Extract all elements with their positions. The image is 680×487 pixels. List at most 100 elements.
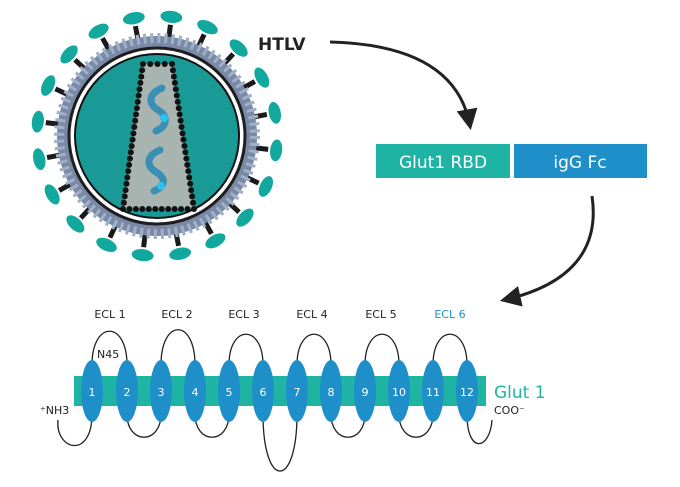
capsid-bead bbox=[182, 149, 189, 156]
spike-head bbox=[160, 10, 183, 23]
c-terminal-tail bbox=[466, 413, 493, 445]
spike-head bbox=[254, 67, 270, 88]
capsid-bead bbox=[120, 206, 126, 212]
ecl-3-label: ECL 3 bbox=[228, 308, 259, 321]
capsid-bead bbox=[126, 206, 133, 212]
capsid-bead bbox=[145, 206, 152, 212]
ecl-1-loop bbox=[91, 330, 128, 366]
helix-8-number: 8 bbox=[328, 386, 335, 399]
spike-head bbox=[96, 237, 117, 253]
capsid-bead bbox=[178, 124, 185, 131]
coo-label: COO⁻ bbox=[494, 404, 525, 417]
capsid-bead bbox=[186, 174, 193, 181]
capsid-bead bbox=[181, 142, 188, 149]
reverse-transcriptase-dot-lower bbox=[157, 182, 165, 190]
spike-stem bbox=[227, 200, 241, 215]
ecl-2-label: ECL 2 bbox=[161, 308, 192, 321]
helix-10 bbox=[388, 360, 410, 422]
ecl-4-loop bbox=[296, 333, 332, 366]
glut1-label: Glut 1 bbox=[494, 383, 546, 403]
capsid-bead bbox=[185, 168, 192, 175]
helix-9-number: 9 bbox=[362, 386, 369, 399]
spike-stem bbox=[57, 181, 73, 193]
fusion-protein: Glut1 RBD igG Fc bbox=[376, 144, 647, 178]
capsid-bead bbox=[187, 180, 194, 187]
glut1-rbd-label: Glut1 RBD bbox=[399, 153, 487, 173]
capsid-bead bbox=[139, 67, 146, 74]
spike-stem bbox=[45, 120, 61, 127]
membrane-band bbox=[74, 376, 486, 406]
capsid-bead bbox=[171, 206, 178, 212]
capsid-bead bbox=[134, 98, 141, 105]
helix-11 bbox=[422, 360, 444, 422]
arrow-fusion-to-glut1 bbox=[499, 195, 595, 307]
capsid-bead bbox=[188, 187, 195, 194]
helix-11-number: 11 bbox=[426, 386, 440, 399]
spike-head bbox=[205, 233, 226, 249]
capsid-bead bbox=[171, 79, 178, 86]
envelope-texture bbox=[54, 33, 260, 239]
spike-head bbox=[31, 110, 44, 133]
capsid-bead bbox=[152, 206, 159, 212]
capsid-bead bbox=[133, 111, 140, 118]
helix-4 bbox=[184, 360, 206, 422]
capsid-bead bbox=[125, 168, 132, 175]
capsid-bead bbox=[120, 199, 127, 206]
n-terminal-tail bbox=[57, 413, 93, 447]
capsid-bead bbox=[140, 61, 146, 67]
helix-10-number: 10 bbox=[392, 386, 406, 399]
reverse-transcriptase-dot-upper bbox=[160, 114, 168, 122]
glut1-rbd-box bbox=[376, 144, 510, 178]
capsid-bead bbox=[174, 98, 181, 105]
igg-fc-box bbox=[514, 144, 647, 178]
capsid-bead bbox=[161, 61, 168, 67]
capsid-bead bbox=[191, 206, 197, 212]
capsid-bead bbox=[133, 105, 140, 112]
spike-head bbox=[122, 11, 145, 25]
virus-label: HTLV bbox=[258, 35, 306, 55]
helix-1-number: 1 bbox=[89, 386, 96, 399]
helix-6-number: 6 bbox=[260, 386, 267, 399]
helix-5-number: 5 bbox=[226, 386, 233, 399]
capsid-beads bbox=[120, 61, 197, 212]
capsid-bead bbox=[180, 136, 187, 143]
spike-head bbox=[236, 208, 254, 227]
helix-4-number: 4 bbox=[192, 386, 199, 399]
capsid-bead bbox=[127, 149, 134, 156]
capsid-bead bbox=[132, 206, 139, 212]
capsid-bead bbox=[170, 73, 177, 80]
spike-head bbox=[32, 148, 46, 171]
capsid-bead bbox=[169, 61, 175, 67]
spike-head bbox=[258, 176, 274, 197]
spike-stem bbox=[241, 79, 257, 91]
rna-strand-upper bbox=[147, 84, 169, 135]
icl-1-loop bbox=[126, 413, 162, 438]
capsid-bead bbox=[129, 136, 136, 143]
helix-3 bbox=[150, 360, 172, 422]
capsid-bead bbox=[175, 105, 182, 112]
ecl-4-label: ECL 4 bbox=[296, 308, 327, 321]
helix-8 bbox=[320, 360, 342, 422]
spike-stem bbox=[54, 86, 70, 98]
icl-5-loop bbox=[398, 413, 434, 438]
ecl-5-label: ECL 5 bbox=[365, 308, 396, 321]
helix-6 bbox=[252, 360, 274, 422]
spike-head bbox=[40, 75, 56, 96]
icl-2-loop bbox=[194, 413, 230, 438]
icl-4-loop bbox=[330, 413, 366, 438]
spike-head bbox=[229, 39, 248, 57]
spike-head bbox=[169, 247, 192, 261]
spike-stem bbox=[195, 33, 207, 49]
spike-head bbox=[66, 215, 85, 233]
arrow-virus-to-fusion bbox=[329, 40, 478, 131]
helix-9 bbox=[354, 360, 376, 422]
helix-2 bbox=[116, 360, 138, 422]
spike-head bbox=[88, 23, 109, 39]
capsid-bead bbox=[131, 124, 138, 131]
capsid-bead bbox=[130, 130, 137, 137]
htlv-virus-particle bbox=[31, 10, 283, 262]
capsid-bead bbox=[178, 206, 185, 212]
spike-stem bbox=[253, 145, 269, 152]
spike-head bbox=[270, 139, 283, 162]
